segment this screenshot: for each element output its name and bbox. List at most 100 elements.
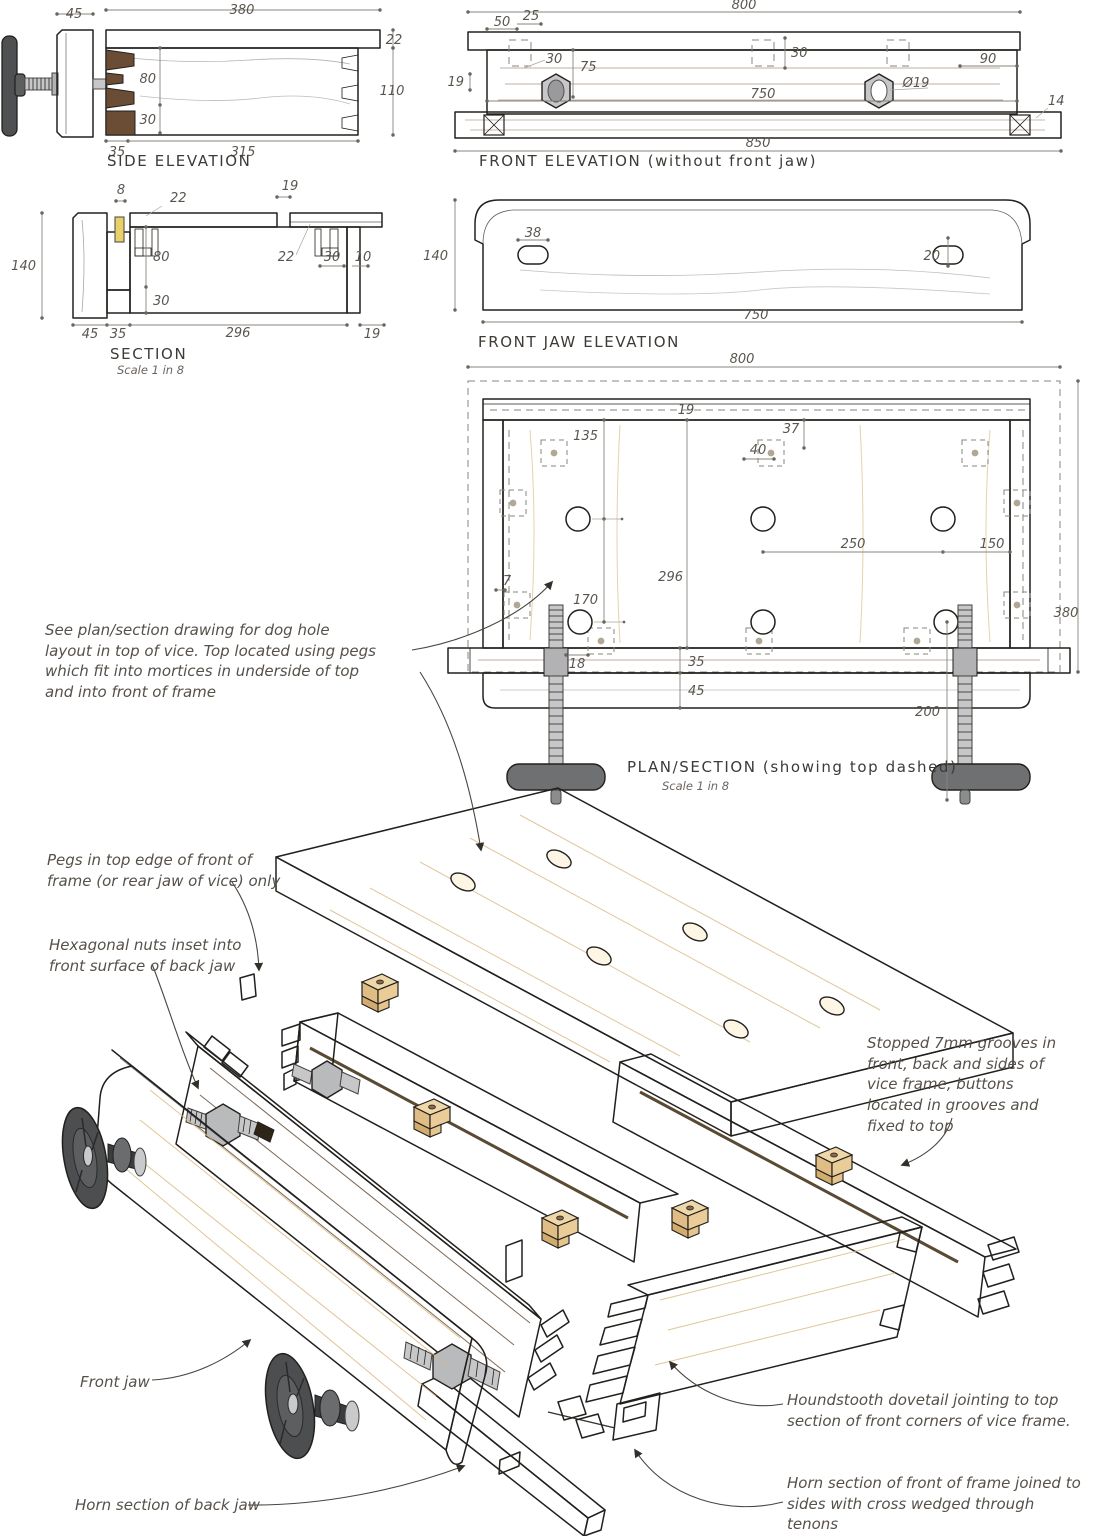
side-elevation-view: 45 380 22 110 80 30 35 315 [1,3,405,160]
dim-pl-250: 250 [841,537,866,552]
loose-peg [239,973,257,1001]
annotation-front-jaw: Front jaw [80,1373,150,1391]
exploded-top-board [275,787,1014,1137]
section-button-right [314,228,339,257]
dim-fj-140: 140 [423,249,448,264]
plan-section-view: 800 380 19 135 170 296 37 40 250 150 7 1… [447,352,1080,805]
dim-fe-30b: 30 [791,46,808,61]
dim-side-80: 80 [139,72,156,87]
front-bottom-rail [454,111,1062,139]
dim-pl-135: 135 [573,429,598,444]
plan-screw-right [931,604,1031,805]
dim-sec-140: 140 [11,259,36,274]
tommy-handle [931,763,1031,791]
dim-side-35: 35 [109,145,126,160]
back-jaw-horn [417,1375,606,1536]
annotation-grooves: Stopped 7mm grooves in front, back and s… [867,1034,1057,1135]
dim-fe-750: 750 [751,87,776,102]
annotation-horn-back-jaw: Horn section of back jaw [75,1496,260,1514]
dim-sec-30b: 30 [324,250,341,265]
dim-side-22: 22 [386,33,403,48]
dim-pl-35: 35 [688,655,705,670]
spacer-block [505,1239,523,1283]
plan-section-title: PLAN/SECTION (showing top dashed) [627,758,958,776]
dim-pl-380: 380 [1054,606,1079,621]
dim-fe-50: 50 [494,15,511,30]
plan-right-rail [1009,419,1031,649]
vice-handle-wheel [61,1106,147,1210]
dim-fe-75: 75 [580,60,597,75]
section-top-right [289,212,383,228]
exploded-back-rail [281,1012,679,1263]
jaw-slot [517,245,549,265]
dim-pl-296: 296 [658,570,683,585]
dim-pl-200: 200 [915,705,940,720]
dim-pl-37: 37 [783,422,800,437]
dim-sec-22: 22 [170,191,187,206]
dim-fe-14: 14 [1048,94,1065,109]
dim-sec-80: 80 [153,250,170,265]
dim-pl-40: 40 [750,443,767,458]
annotation-houndstooth: Houndstooth dovetail jointing to top sec… [787,1391,1071,1430]
dim-sec-19b: 19 [364,327,381,342]
annotation-horn-front: Horn section of front of frame joined to… [787,1474,1081,1534]
dim-side-45: 45 [66,7,83,22]
annotation-pegs: Pegs in top edge of front of frame (or r… [47,851,281,890]
front-jaw-title: FRONT JAW ELEVATION [478,333,680,351]
bench-screw [403,1341,501,1391]
annotation-dog-hole: See plan/section drawing for dog hole la… [45,621,376,702]
plan-dog-holes [565,506,959,635]
button-block [671,1199,709,1239]
vice-handle-wheel [264,1352,360,1460]
hex-nut [864,73,894,109]
bench-screw [291,1060,361,1099]
dim-pl-19: 19 [678,403,695,418]
section-peg [114,216,125,243]
section-top-left [129,212,278,228]
dim-pl-45: 45 [688,684,705,699]
side-elevation-title: SIDE ELEVATION [107,152,252,170]
dovetail-pin [987,1236,1020,1261]
dim-sec-35: 35 [110,327,127,342]
button-block [413,1098,451,1138]
section-view: 8 19 22 140 80 30 22 30 10 45 35 296 19 [11,179,386,342]
plan-top-dashed [467,380,1061,673]
front-elevation-view: 800 50 25 30 75 19 30 Ø19 90 750 14 850 [447,0,1065,153]
dim-pl-150: 150 [980,537,1005,552]
dovetail-socket [105,49,135,71]
section-scale-note: Scale 1 in 8 [117,363,185,377]
houndstooth-finger [585,1375,628,1403]
dim-side-110: 110 [380,84,405,99]
dim-pl-18: 18 [569,657,586,672]
exploded-view [61,787,1020,1536]
button-block [361,973,399,1013]
dim-fe-19: 19 [447,75,464,90]
plan-screw-left [506,604,606,805]
dim-sec-45: 45 [82,327,99,342]
dim-fe-25: 25 [523,9,540,24]
annotation-arrows [151,580,953,1508]
dim-sec-22b: 22 [278,250,295,265]
side-front-jaw [56,29,94,138]
front-jaw-end [445,1337,488,1465]
button-block [815,1146,853,1186]
cross-wedges [547,1395,616,1439]
plan-button-screws [509,449,1021,645]
exploded-side-rail [612,1053,1020,1318]
section-button-left [134,228,159,257]
dim-fe-dia19: Ø19 [902,76,930,91]
dim-fe-800: 800 [732,0,757,13]
dim-fj-20: 20 [923,249,940,264]
mortice-dashed [508,39,532,67]
exploded-front-rail [585,1216,923,1441]
dim-sec-30: 30 [153,294,170,309]
hex-nut [541,73,571,109]
tommy-handle [506,763,606,791]
top-board-dog-holes [450,849,845,1039]
dim-side-380: 380 [230,3,255,18]
plan-buttons-dashed [499,439,1031,655]
dim-pl-7: 7 [503,574,512,589]
plan-front-jaw [482,672,1031,709]
